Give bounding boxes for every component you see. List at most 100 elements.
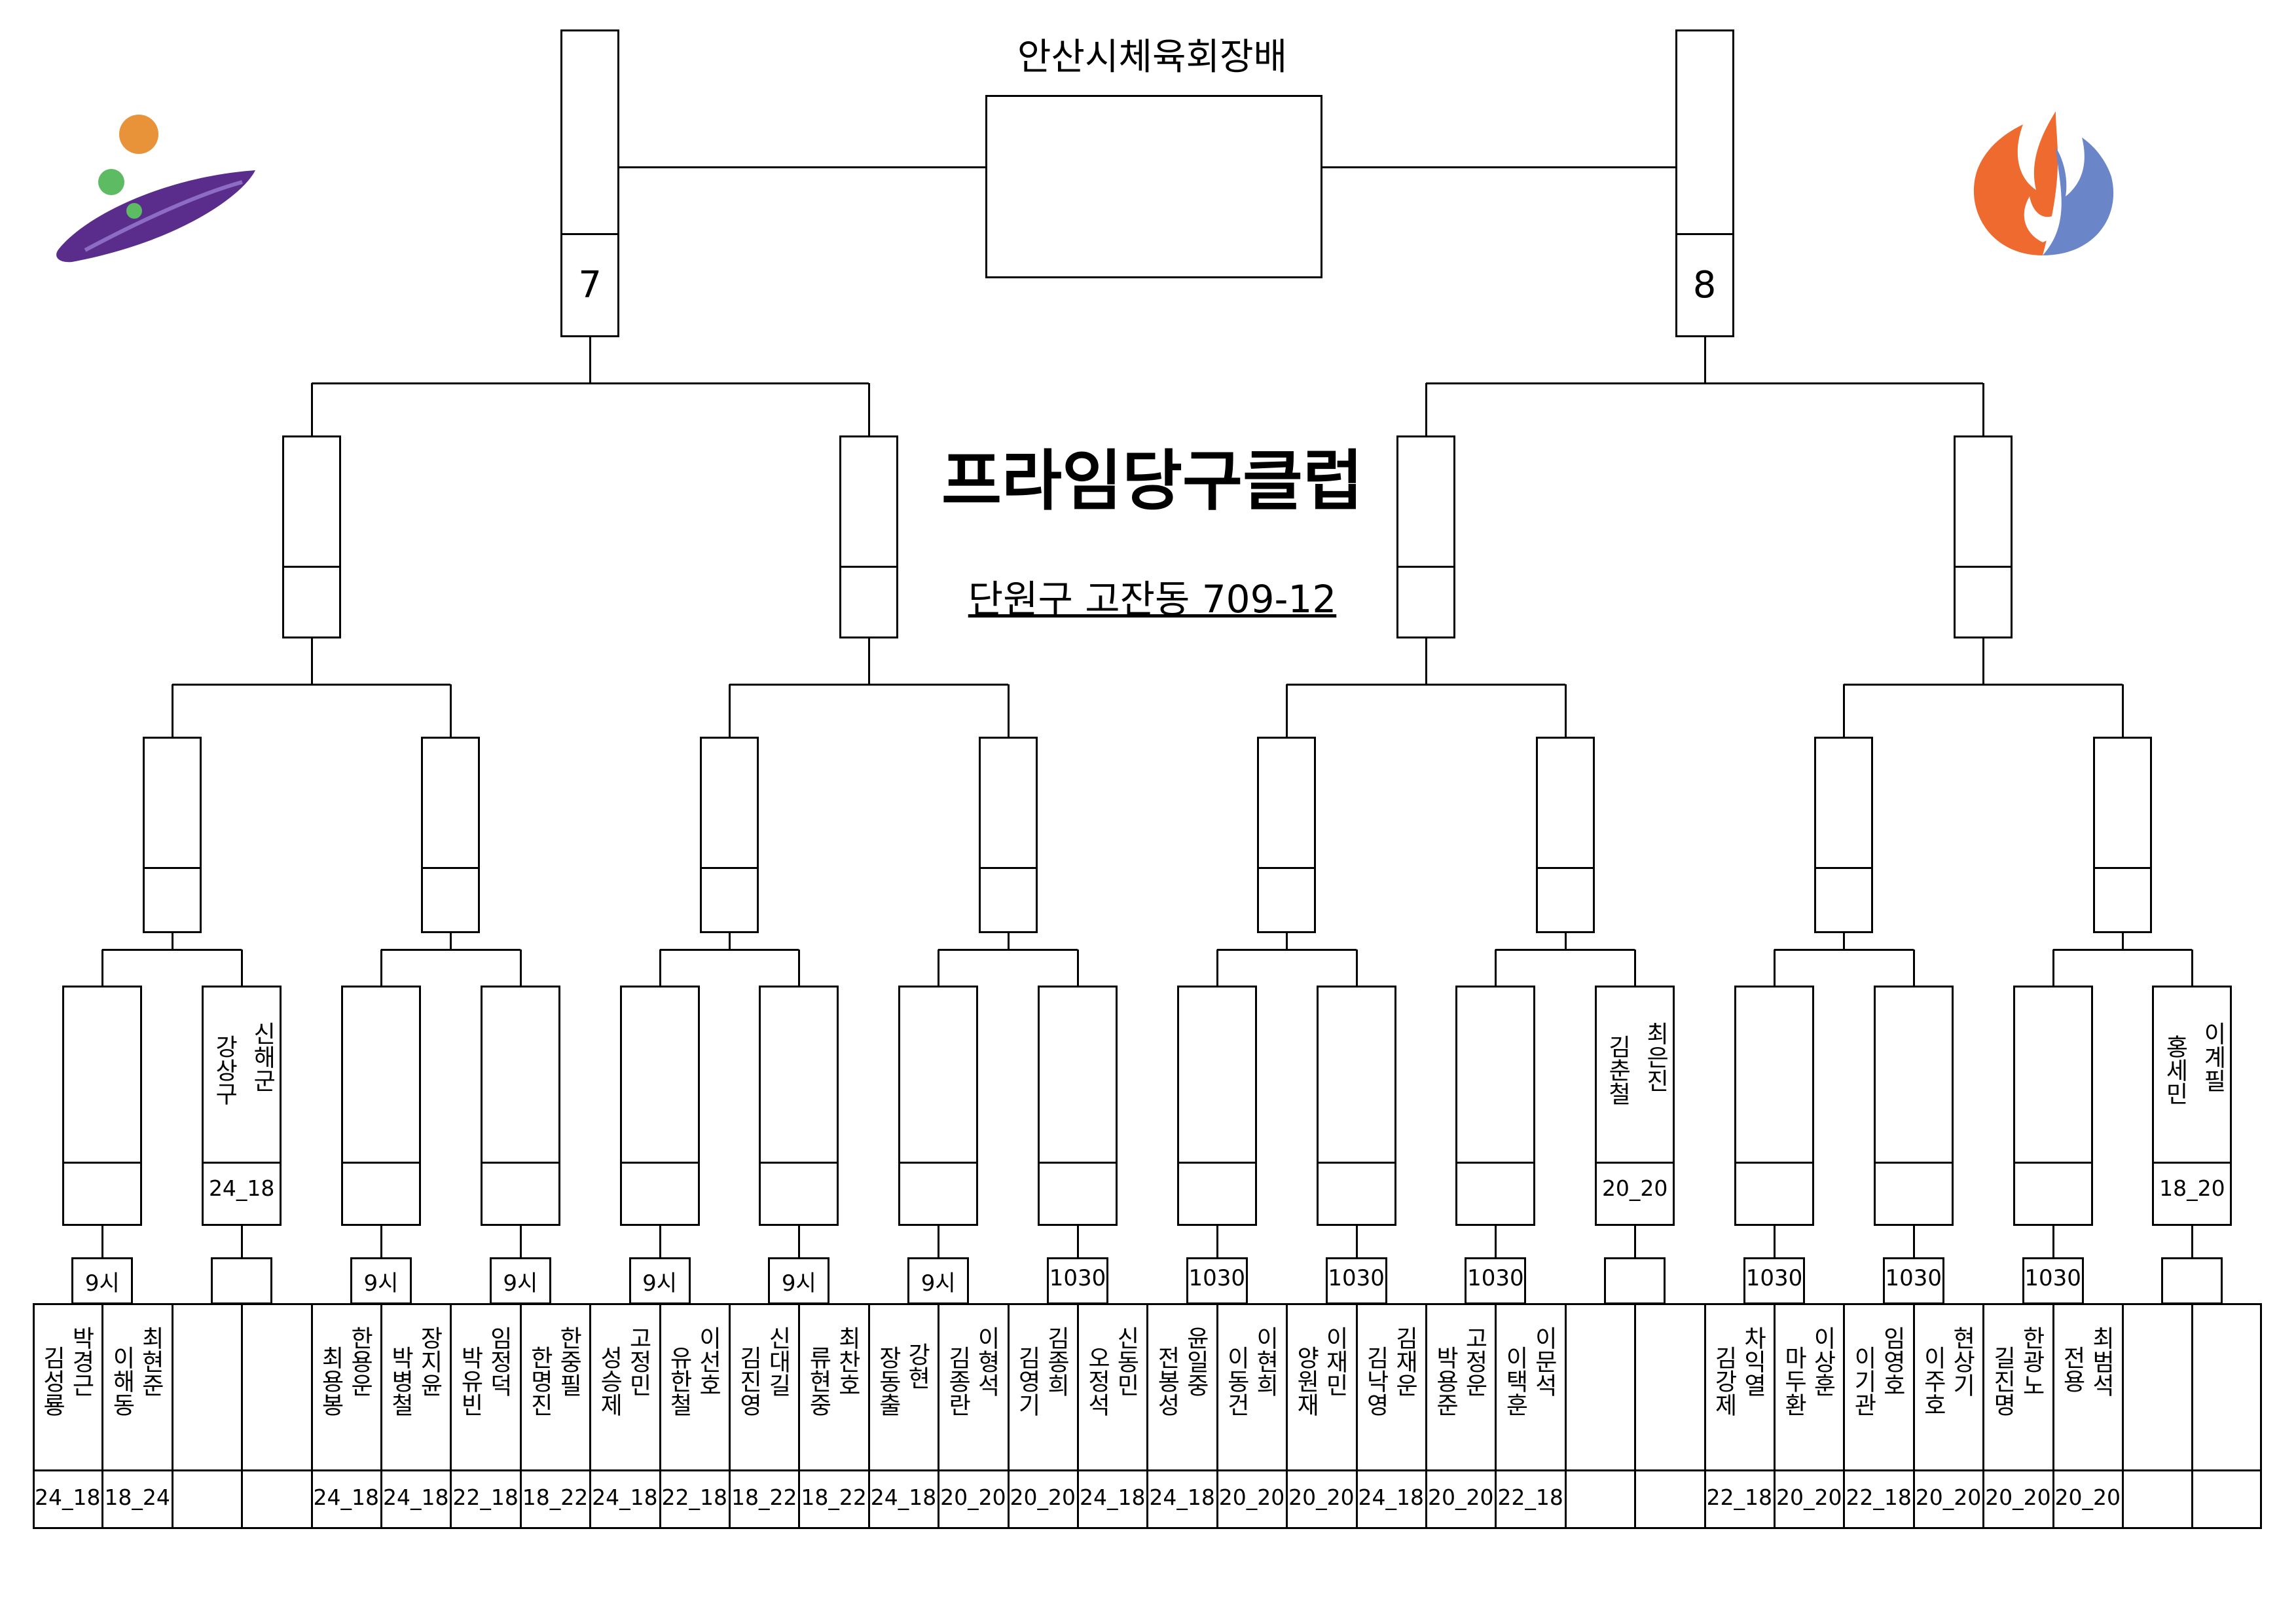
player-name-lower: 전봉성 bbox=[1153, 1346, 1180, 1416]
match-box-round1 bbox=[2152, 986, 2232, 1226]
match-box-round1 bbox=[1176, 986, 1257, 1226]
bracket-connector bbox=[729, 684, 1008, 686]
match-time: 9시 bbox=[503, 1270, 538, 1297]
time-box bbox=[1325, 1257, 1387, 1304]
player-name-upper: 임영호 bbox=[1878, 1326, 1906, 1397]
match-time: 1030 bbox=[1188, 1265, 1246, 1291]
bracket-connector bbox=[589, 337, 592, 383]
entry-grid-column-divider bbox=[1495, 1303, 1497, 1529]
match-score: 24_18 bbox=[1149, 1485, 1215, 1510]
player-name-lower: 류현중 bbox=[805, 1346, 832, 1416]
time-connector bbox=[519, 1226, 522, 1257]
player-name-lower: 박용준 bbox=[1432, 1346, 1459, 1416]
bracket-connector bbox=[1982, 638, 1985, 684]
entry-grid-column-divider bbox=[659, 1303, 661, 1529]
match-time: 1030 bbox=[1328, 1265, 1385, 1291]
match-box-round2 bbox=[1257, 737, 1317, 933]
bracket-connector bbox=[450, 933, 452, 950]
bracket-connector bbox=[1564, 933, 1567, 950]
match-box-round1 bbox=[1455, 986, 1536, 1226]
match-score: 24_18 bbox=[382, 1485, 449, 1510]
match-box-divider bbox=[2093, 867, 2152, 869]
match-box-round1 bbox=[480, 986, 560, 1226]
match-box-divider bbox=[480, 1162, 560, 1164]
player-name-upper: 최범석 bbox=[2088, 1326, 2115, 1397]
entry-grid-column-divider bbox=[1007, 1303, 1010, 1529]
logo-green-dot bbox=[98, 169, 124, 195]
match-score: 24_18 bbox=[1358, 1485, 1425, 1510]
entry-grid-column-divider bbox=[1146, 1303, 1149, 1529]
player-name-upper: 현상기 bbox=[1948, 1326, 1976, 1397]
bracket-connector bbox=[729, 933, 731, 950]
player-name-upper: 이상훈 bbox=[1809, 1326, 1836, 1397]
match-box-divider bbox=[1734, 1162, 1814, 1164]
time-connector bbox=[1634, 1226, 1637, 1257]
match-score: 24_18 bbox=[1079, 1485, 1146, 1510]
match-score: 20_20 bbox=[1776, 1485, 1842, 1510]
logo-orange-dot bbox=[119, 115, 158, 154]
player-name-lower: 김진영 bbox=[735, 1346, 762, 1416]
time-connector bbox=[798, 1226, 801, 1257]
entry-grid-column-divider bbox=[241, 1303, 244, 1529]
match-score: 24_18 bbox=[870, 1485, 937, 1510]
entry-grid-column-divider bbox=[2191, 1303, 2194, 1529]
entry-grid-column-divider bbox=[450, 1303, 452, 1529]
logo-swoosh-stripe bbox=[84, 180, 243, 252]
player-name-lower: 이해동 bbox=[108, 1346, 136, 1416]
entry-grid-column-divider bbox=[1564, 1303, 1567, 1529]
player-name-lower: 한명진 bbox=[526, 1346, 553, 1416]
entry-grid-column-divider bbox=[1912, 1303, 1915, 1529]
player-name-lower: 박유빈 bbox=[456, 1346, 484, 1416]
player-name-upper: 이선호 bbox=[695, 1326, 721, 1397]
entry-grid-column-divider bbox=[1077, 1303, 1079, 1529]
player-name-lower: 최용봉 bbox=[317, 1346, 344, 1416]
bracket-connector bbox=[1077, 950, 1079, 986]
match-score: 18_22 bbox=[522, 1485, 589, 1510]
player-name-lower: 이택훈 bbox=[1501, 1346, 1529, 1416]
entry-grid-column-divider bbox=[1982, 1303, 1985, 1529]
match-time: 1030 bbox=[1745, 1265, 1803, 1291]
player-name-lower: 길진명 bbox=[1989, 1346, 2016, 1416]
match-box-divider bbox=[1316, 1162, 1396, 1164]
bracket-connector bbox=[1634, 950, 1637, 986]
time-box bbox=[1604, 1257, 1666, 1304]
player-name-upper: 고정민 bbox=[625, 1326, 652, 1397]
bracket-connector bbox=[867, 383, 870, 435]
match-box-divider bbox=[341, 1162, 421, 1164]
match-box-round2 bbox=[2093, 737, 2152, 933]
match-box-round2 bbox=[1535, 737, 1595, 933]
match-box-divider bbox=[839, 566, 898, 568]
seed-score: 20_20 bbox=[1601, 1175, 1668, 1201]
entry-grid-column-divider bbox=[1425, 1303, 1427, 1529]
entry-grid-column-divider bbox=[380, 1303, 382, 1529]
match-box-divider bbox=[142, 867, 202, 869]
match-box-round2 bbox=[978, 737, 1038, 933]
match-score: 20_20 bbox=[1985, 1485, 2051, 1510]
match-box-round2 bbox=[700, 737, 759, 933]
match-box-round1 bbox=[759, 986, 839, 1226]
time-box bbox=[629, 1257, 691, 1304]
entry-grid-column-divider bbox=[729, 1303, 731, 1529]
player-name-lower: 마두환 bbox=[1780, 1346, 1807, 1416]
match-score: 20_20 bbox=[1010, 1485, 1076, 1510]
match-box-divider bbox=[1954, 566, 2013, 568]
time-box bbox=[1882, 1257, 1944, 1304]
match-box-round3 bbox=[839, 435, 898, 638]
entry-grid-column-divider bbox=[519, 1303, 522, 1529]
match-time: 1030 bbox=[2024, 1265, 2081, 1291]
match-time: 9시 bbox=[642, 1270, 678, 1297]
player-name-upper: 최현준 bbox=[137, 1326, 164, 1397]
match-box-divider bbox=[282, 566, 341, 568]
time-connector bbox=[1355, 1226, 1358, 1257]
entry-grid-column-divider bbox=[1704, 1303, 1706, 1529]
bracket-connector bbox=[1774, 950, 1776, 986]
player-name-upper: 이현희 bbox=[1252, 1326, 1279, 1397]
bracket-connector bbox=[381, 949, 520, 951]
semifinal-number-left: 7 bbox=[578, 264, 602, 306]
match-score: 20_20 bbox=[1218, 1485, 1285, 1510]
match-score: 20_20 bbox=[1427, 1485, 1494, 1510]
seed-player-upper: 이계필 bbox=[2199, 1022, 2227, 1092]
bracket-connector bbox=[2191, 950, 2194, 986]
entry-grid-column-divider bbox=[2052, 1303, 2054, 1529]
